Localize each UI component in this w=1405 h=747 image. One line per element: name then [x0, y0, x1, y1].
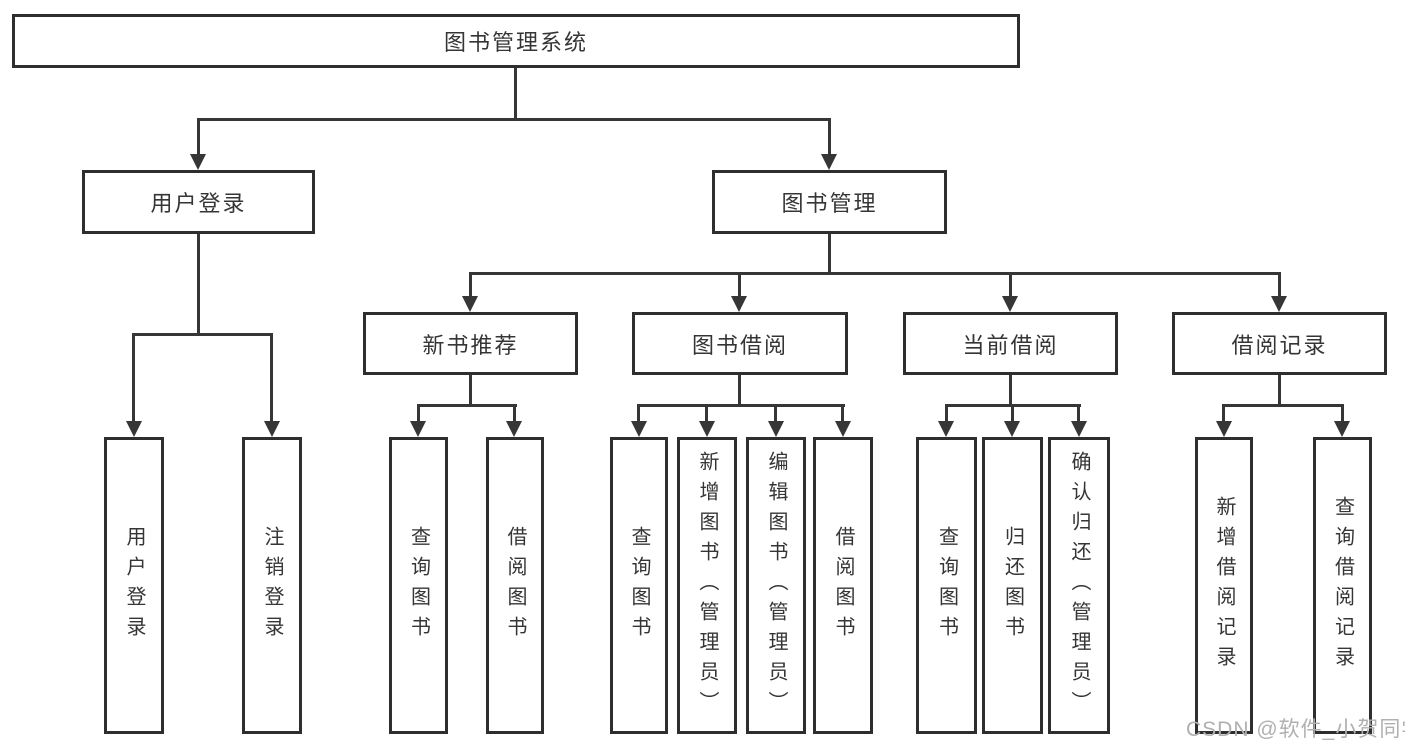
arrow-down-icon [462, 296, 478, 312]
node-leaf-recommend-borrow-books: 借阅图书 [486, 437, 544, 734]
node-leaf-current-query-books: 查询图书 [916, 437, 977, 734]
connector-line [1278, 272, 1281, 298]
connector-line [514, 68, 517, 120]
connector-line [828, 118, 831, 156]
connector-line [1011, 404, 1014, 423]
arrow-down-icon [1216, 421, 1232, 437]
node-leaf-add-books-admin: 新增图书（管理员） [677, 437, 737, 734]
node-leaf-recommend-query-books: 查询图书 [389, 437, 448, 734]
arrow-down-icon [190, 154, 206, 170]
connector-line [1077, 404, 1080, 423]
node-leaf-user-login: 用户登录 [104, 437, 164, 734]
arrow-down-icon [731, 296, 747, 312]
connector-line [132, 333, 273, 336]
connector-line [1222, 404, 1225, 423]
connector-line [637, 404, 845, 407]
arrow-down-icon [821, 154, 837, 170]
connector-line [945, 404, 948, 423]
arrow-down-icon [1334, 421, 1350, 437]
connector-line [469, 272, 1281, 275]
connector-line [197, 118, 831, 121]
node-current-borrow: 当前借阅 [903, 312, 1118, 375]
node-leaf-return-books: 归还图书 [982, 437, 1043, 734]
connector-line [197, 234, 200, 335]
arrow-down-icon [410, 421, 426, 437]
arrow-down-icon [126, 421, 142, 437]
connector-line [469, 375, 472, 406]
arrow-down-icon [1271, 296, 1287, 312]
arrow-down-icon [1002, 296, 1018, 312]
node-library-management-system: 图书管理系统 [12, 14, 1020, 68]
connector-line [637, 404, 640, 423]
node-leaf-add-borrow-record: 新增借阅记录 [1195, 437, 1253, 734]
node-leaf-edit-books-admin: 编辑图书（管理员） [746, 437, 806, 734]
connector-line [132, 333, 135, 421]
node-leaf-borrow-query-books: 查询图书 [610, 437, 668, 734]
connector-line [469, 272, 472, 298]
arrow-down-icon [264, 421, 280, 437]
node-borrow-records: 借阅记录 [1172, 312, 1387, 375]
arrow-down-icon [631, 421, 647, 437]
connector-line [841, 404, 844, 423]
node-book-borrow: 图书借阅 [632, 312, 848, 375]
connector-line [1009, 272, 1012, 298]
arrow-down-icon [699, 421, 715, 437]
arrow-down-icon [1004, 421, 1020, 437]
connector-line [738, 272, 741, 298]
node-leaf-logout: 注销登录 [242, 437, 302, 734]
connector-line [417, 404, 420, 423]
node-leaf-query-borrow-record: 查询借阅记录 [1313, 437, 1372, 734]
node-leaf-confirm-return-admin: 确认归还（管理员） [1048, 437, 1110, 734]
csdn-watermark: CSDN @软件_小贺同学 [1186, 718, 1405, 741]
node-book-management: 图书管理 [712, 170, 947, 234]
connector-line [1222, 404, 1344, 407]
connector-line [774, 404, 777, 423]
connector-line [417, 404, 517, 407]
connector-line [197, 118, 200, 156]
arrow-down-icon [835, 421, 851, 437]
connector-line [705, 404, 708, 423]
arrow-down-icon [1071, 421, 1087, 437]
connector-line [270, 333, 273, 421]
connector-line [738, 375, 741, 406]
node-new-book-recommend: 新书推荐 [363, 312, 578, 375]
arrow-down-icon [768, 421, 784, 437]
connector-line [1009, 375, 1012, 406]
connector-line [1341, 404, 1344, 423]
connector-line [828, 234, 831, 274]
node-user-login: 用户登录 [82, 170, 315, 234]
connector-line [513, 404, 516, 423]
arrow-down-icon [506, 421, 522, 437]
connector-line [1278, 375, 1281, 406]
node-leaf-borrow-books: 借阅图书 [813, 437, 873, 734]
arrow-down-icon [938, 421, 954, 437]
